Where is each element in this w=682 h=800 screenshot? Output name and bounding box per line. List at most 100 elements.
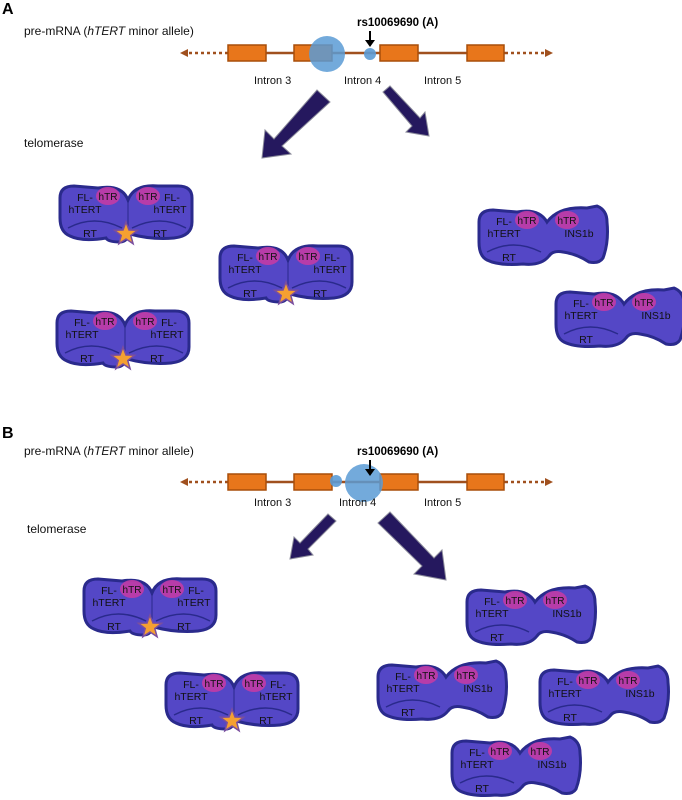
ins1b-label: INS1b — [625, 688, 654, 700]
rt-label-left: RT — [490, 632, 504, 644]
htert-label-left: hTERT — [92, 597, 126, 609]
fl-label-left: FL- — [395, 671, 411, 683]
htert-label-right: hTERT — [153, 204, 187, 216]
htr-right-label: hTR — [136, 317, 155, 328]
htr-rna-right — [242, 674, 266, 692]
fl-label-right: FL- — [324, 252, 340, 264]
htr-right-label: hTR — [546, 596, 565, 607]
rt-domain-left — [67, 220, 123, 229]
panel-b-exon-1 — [227, 473, 267, 491]
rt-label-left: RT — [563, 712, 577, 724]
panel-a-exon-3 — [379, 44, 419, 62]
fl-label-left: FL- — [74, 317, 90, 329]
rt-domain-right — [155, 613, 211, 622]
panel-b-large-circle — [345, 464, 383, 502]
panel-a-arrow-left — [261, 89, 331, 159]
htr-right-label: hTR — [531, 747, 550, 758]
panel-b-snp-arrowhead — [365, 469, 375, 476]
panel-a-telomerase-label: telomerase — [24, 136, 84, 150]
fl-label-left: FL- — [496, 216, 512, 228]
htr-left-label: hTR — [259, 252, 278, 263]
htr-rna-right — [555, 211, 579, 229]
htr-left-label: hTR — [491, 747, 510, 758]
rt-label-right: RT — [259, 715, 273, 727]
rt-domain-left — [173, 707, 229, 716]
ins1b-label: INS1b — [564, 228, 593, 240]
panel-a-intron-4-label: Intron 4 — [344, 75, 381, 87]
panel-a-arrow-right — [382, 85, 430, 137]
htert-label-left: hTERT — [174, 691, 208, 703]
htr-rna-right — [133, 312, 157, 330]
fl-label-left: FL- — [573, 298, 589, 310]
rt-label-left: RT — [107, 621, 121, 633]
htert-label-right: hTERT — [150, 329, 184, 341]
panel-b-arrow-left — [289, 513, 337, 560]
rt-domain-right — [128, 345, 184, 354]
panel-b-letter: B — [2, 425, 14, 442]
panel-b-intron-5-label: Intron 5 — [424, 497, 461, 509]
htr-rna-right — [454, 666, 478, 684]
rt-label-left: RT — [83, 228, 97, 240]
panel-b-telomerase-label: telomerase — [27, 522, 87, 536]
panel-b-small-circle — [330, 475, 342, 487]
htr-left-label: hTR — [123, 585, 142, 596]
panel-a-intron-5-label: Intron 5 — [424, 75, 461, 87]
panel-a-exon-4 — [466, 44, 505, 62]
panel-a-large-circle — [309, 36, 345, 72]
rt-domain-left — [459, 775, 515, 784]
rt-label-left: RT — [502, 252, 516, 264]
htr-left-label: hTR — [506, 596, 525, 607]
panel-a-exon-1 — [227, 44, 267, 62]
htr-right-label: hTR — [635, 298, 654, 309]
htert-label-right: hTERT — [259, 691, 293, 703]
panel-b-snp-label: rs10069690 (A) — [357, 446, 438, 458]
panel-a-mrna-label: pre-mRNA (hTERT minor allele) — [24, 24, 194, 38]
ins1b-label: INS1b — [537, 759, 566, 771]
htr-right-label: hTR — [619, 676, 638, 687]
rt-label-left: RT — [475, 783, 489, 795]
htr-rna-left — [256, 247, 280, 265]
fl-label-left: FL- — [484, 596, 500, 608]
htr-rna-right — [528, 742, 552, 760]
rt-domain-left — [474, 624, 530, 633]
panel-a-small-circle — [364, 48, 376, 60]
fl-label-right: FL- — [188, 585, 204, 597]
fl-label-right: FL- — [270, 679, 286, 691]
htr-rna-left — [488, 742, 512, 760]
htr-right-label: hTR — [558, 216, 577, 227]
htert-label-left: hTERT — [386, 683, 420, 695]
htr-right-label: hTR — [163, 585, 182, 596]
panel-a: A pre-mRNA (hTERT minor allele) rs100696… — [2, 1, 682, 370]
htr-right-label: hTR — [245, 679, 264, 690]
fl-label-left: FL- — [77, 192, 93, 204]
fl-label-left: FL- — [557, 676, 573, 688]
panel-b-exon-3 — [379, 473, 419, 491]
htr-rna-left — [414, 666, 438, 684]
htert-label-left: hTERT — [475, 608, 509, 620]
panel-a-intron-3-label: Intron 3 — [254, 75, 291, 87]
panel-a-snp-label: rs10069690 (A) — [357, 17, 438, 29]
panel-b-mrna-label: pre-mRNA (hTERT minor allele) — [24, 444, 194, 458]
panel-b: B pre-mRNA (hTERT minor allele) rs100696… — [2, 425, 670, 797]
ins1b-label: INS1b — [641, 310, 670, 322]
rt-label-left: RT — [80, 353, 94, 365]
rt-label-left: RT — [579, 334, 593, 346]
panel-b-intron-4-label: Intron 4 — [339, 497, 376, 509]
panel-b-intron-3-label: Intron 3 — [254, 497, 291, 509]
htert-label-right: hTERT — [177, 597, 211, 609]
htr-rna-right — [160, 580, 184, 598]
htr-right-label: hTR — [139, 192, 158, 203]
htr-rna-left — [503, 591, 527, 609]
panel-a-mrna-arrowhead-left — [180, 49, 188, 57]
rt-label-right: RT — [153, 228, 167, 240]
rt-domain-left — [486, 244, 542, 253]
htr-rna-left — [576, 671, 600, 689]
